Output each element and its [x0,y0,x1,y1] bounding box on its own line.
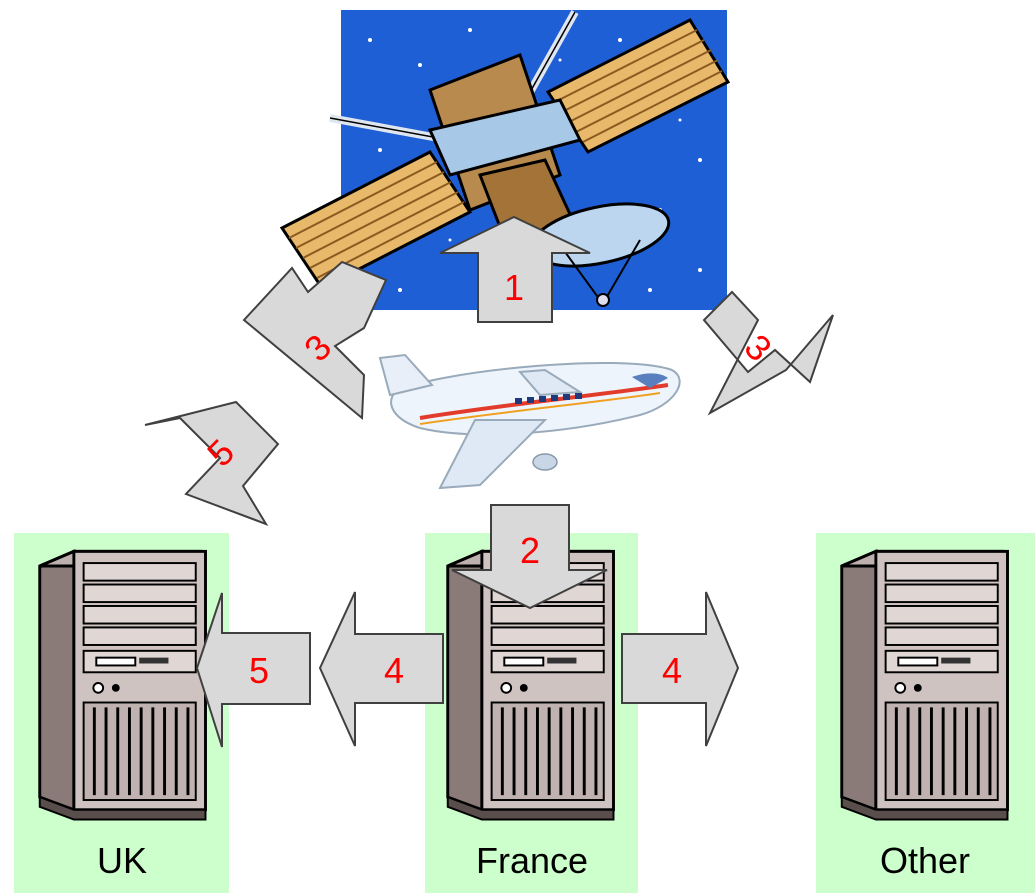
step-arrow-5-left [195,592,311,748]
step-number-5-left: 5 [249,650,269,691]
server-tower-icon [38,549,207,821]
server-label-france: France [476,840,588,881]
step-number-2: 2 [520,530,540,571]
step-arrow-5-diagonal [144,400,280,526]
step-arrow-2-downlink [451,504,608,610]
server-tower-icon [840,549,1009,821]
step-number-1: 1 [504,267,524,308]
step-arrow-3-right [702,290,834,416]
step-number-4-right: 4 [662,650,682,691]
server-label-other: Other [880,840,970,881]
satellite-icon [279,10,731,310]
server-label-uk: UK [97,840,147,881]
airplane-icon [378,353,681,490]
step-arrow-1-uplink [439,215,591,323]
step-arrow-4-right [621,591,740,747]
step-arrow-4-left [318,591,444,747]
step-number-4-left: 4 [384,650,404,691]
step-arrow-3-left [242,260,388,421]
